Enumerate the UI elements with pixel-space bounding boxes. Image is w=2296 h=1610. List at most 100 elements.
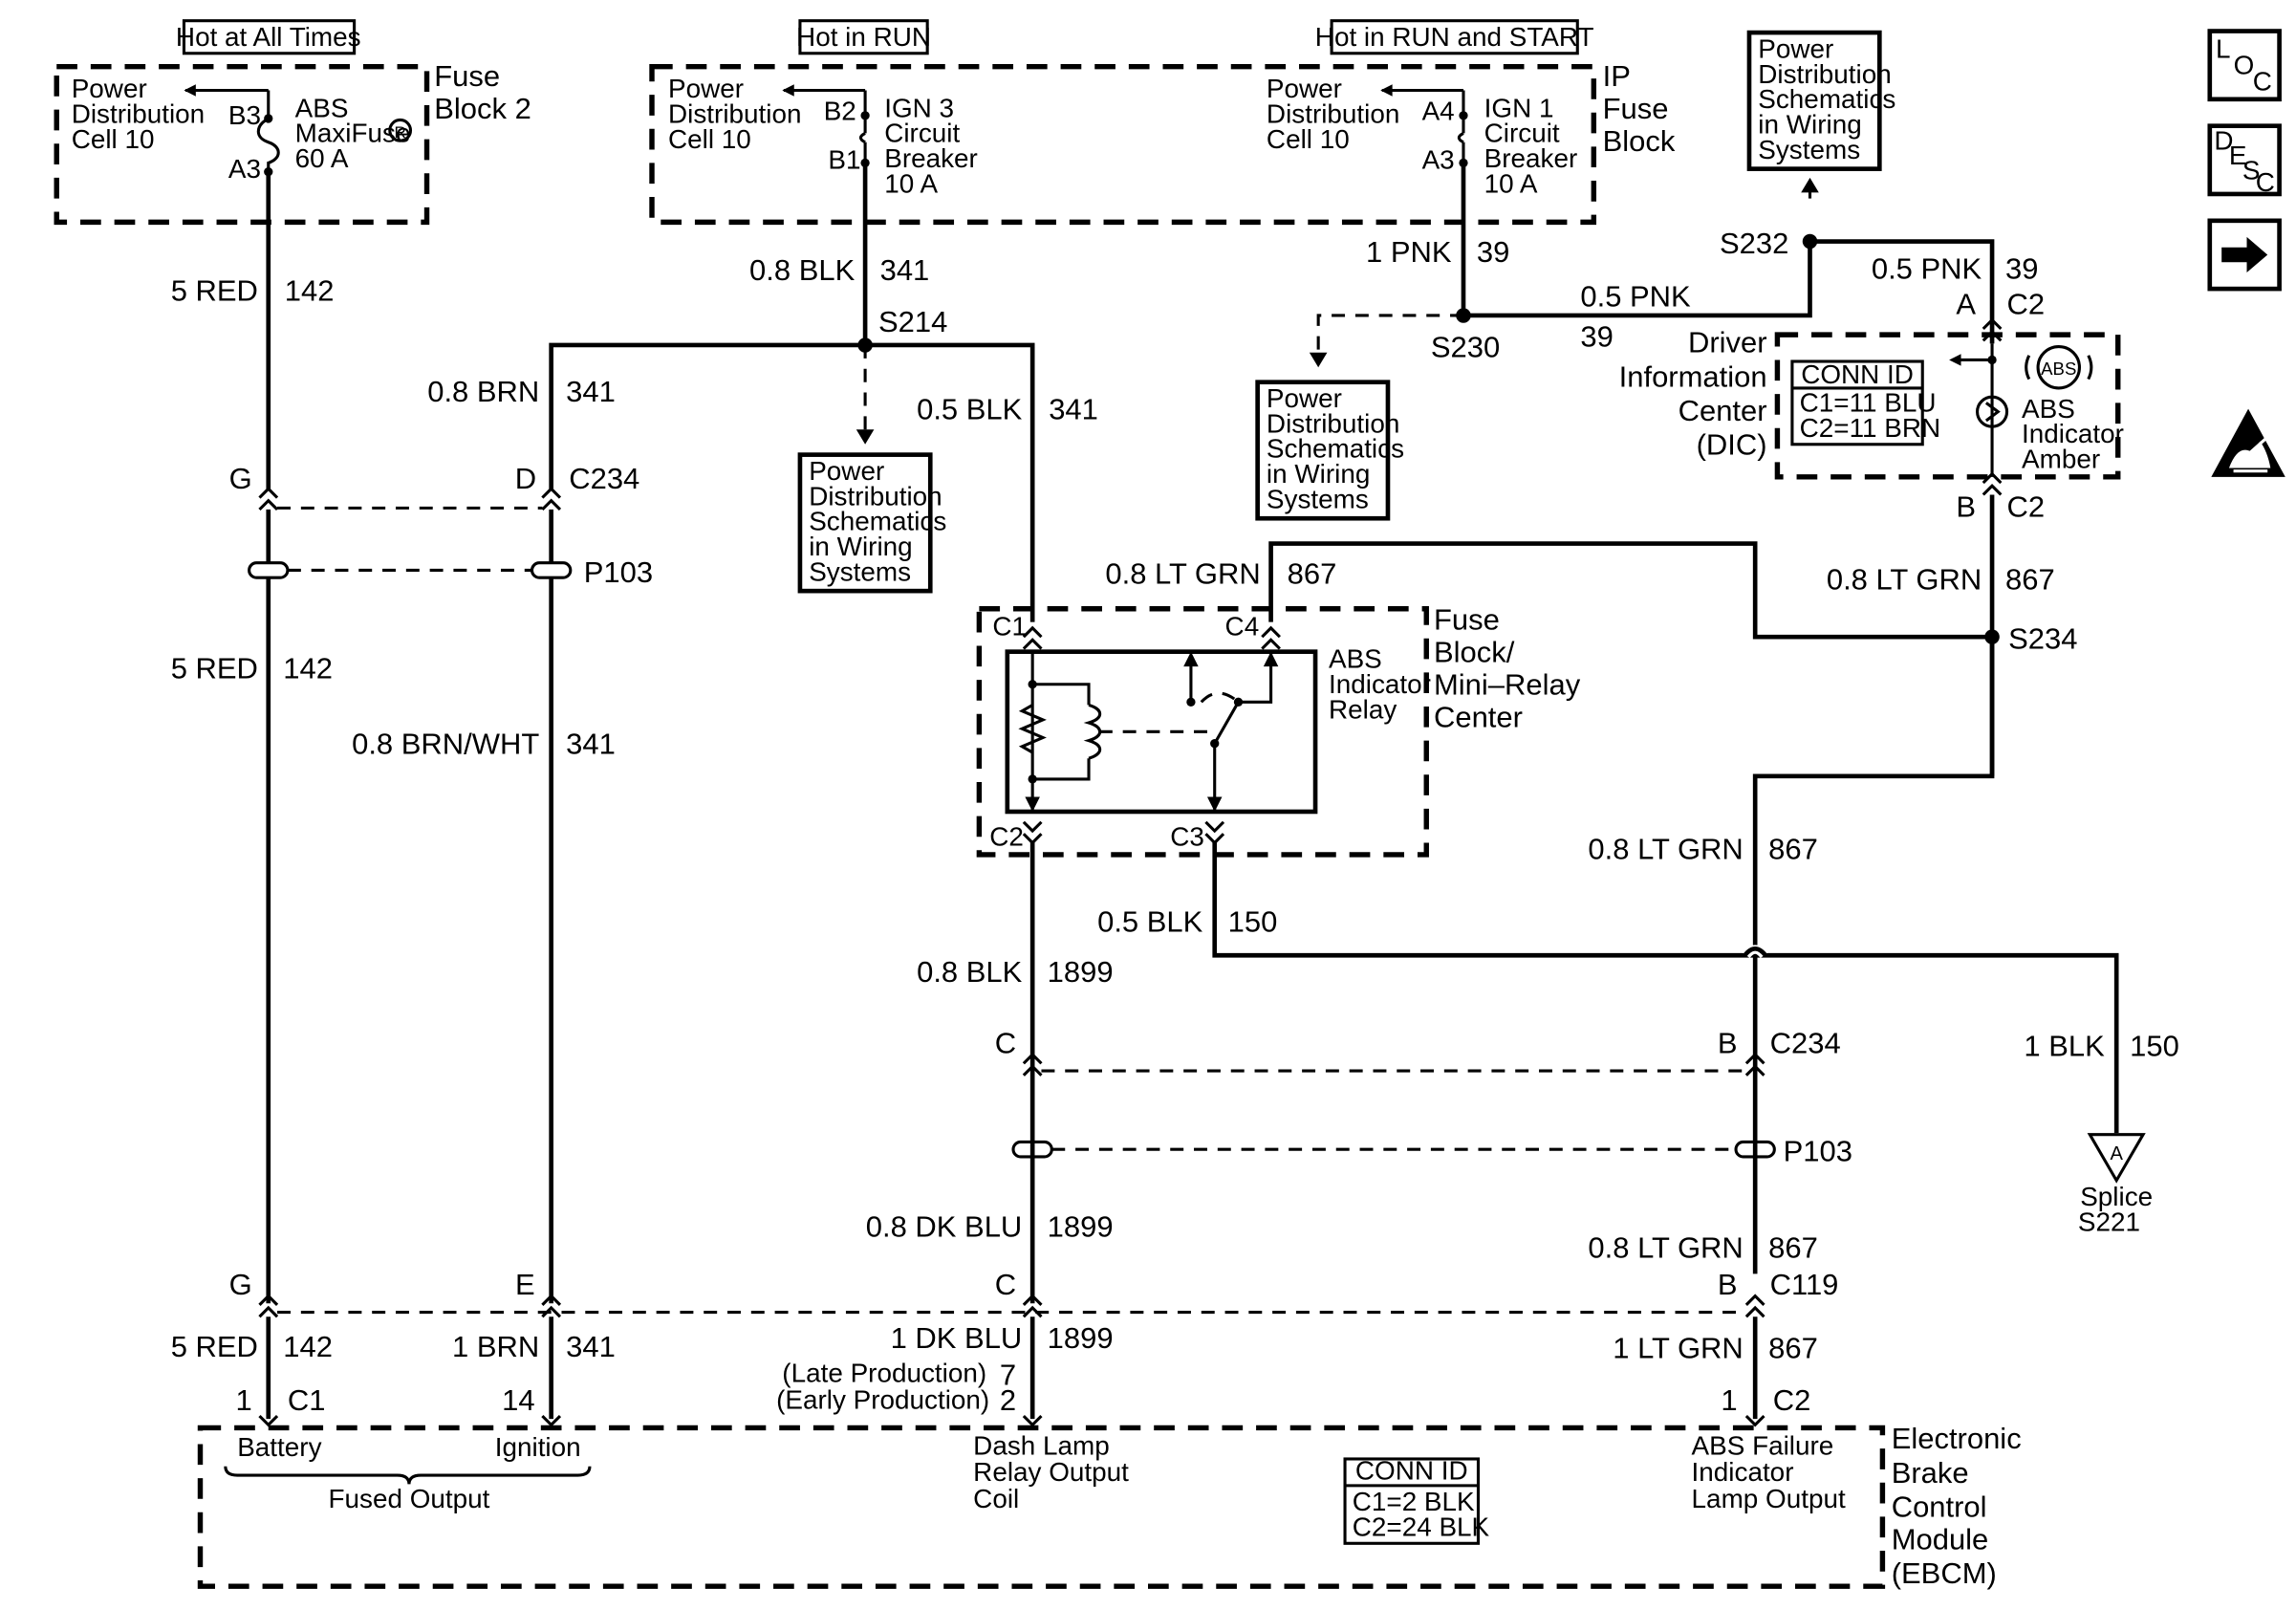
- s214-label: S214: [878, 305, 947, 338]
- ip-left-pdc-3: Cell 10: [668, 124, 751, 154]
- abs-symbol-text: ABS: [2041, 359, 2076, 379]
- w867-mid-gauge: 0.8 LT GRN: [1588, 833, 1743, 866]
- pds-mr-5: Systems: [1267, 484, 1369, 513]
- desc-icon[interactable]: D E S C: [2207, 123, 2282, 197]
- dic-title-1: Driver: [1688, 326, 1767, 359]
- ign3-1: IGN 3: [884, 93, 954, 122]
- ign1-4: 10 A: [1484, 168, 1538, 198]
- pds-tr-5: Systems: [1758, 135, 1860, 164]
- dic-c2-top: C2: [2007, 287, 2046, 320]
- w341-brnwht-gauge: 0.8 BRN/WHT: [352, 728, 539, 761]
- wire-341-branch: [549, 342, 1035, 622]
- pds-ml-4: in Wiring: [809, 532, 912, 561]
- w1899-bot-gauge: 1 DK BLU: [891, 1321, 1023, 1355]
- ip-fuse-block-title-3: Block: [1603, 124, 1676, 158]
- ign3-2: Circuit: [884, 119, 960, 148]
- relay-center-title-3: Mini–Relay: [1434, 668, 1581, 702]
- wire-150: [1212, 840, 2119, 1134]
- ebcm-battery: Battery: [237, 1432, 321, 1462]
- s230-label: S230: [1431, 330, 1500, 363]
- w867-bot-gauge: 1 LT GRN: [1613, 1332, 1744, 1365]
- ebcm-fused-output: Fused Output: [328, 1484, 489, 1513]
- svg-text:L: L: [2216, 33, 2231, 63]
- relay-c2: C2: [989, 822, 1024, 852]
- relay-c3: C3: [1170, 822, 1204, 852]
- dic-title-4: (DIC): [1697, 428, 1767, 462]
- ebcm-conn-id-2: C2=24 BLK: [1353, 1512, 1490, 1542]
- pds-box-mid-left[interactable]: [797, 452, 933, 594]
- relay-c4: C4: [1225, 612, 1260, 642]
- loc-icon[interactable]: L O C: [2207, 29, 2282, 102]
- w142-bot-circuit: 142: [283, 1330, 333, 1363]
- c234-g-pin: [258, 487, 279, 511]
- pds-tr-3: Schematics: [1758, 84, 1895, 114]
- pds-box-mid-right[interactable]: [1255, 380, 1391, 521]
- w341-blk-circuit: 341: [880, 253, 930, 287]
- dic-conn-id-2: C2=11 BRN: [1800, 413, 1940, 443]
- dic-title-3: Center: [1679, 394, 1767, 427]
- p103-top-label: P103: [584, 555, 653, 589]
- dic-connector-bottom: [1982, 471, 2003, 496]
- header-hot-all-times: Hot at All Times: [176, 22, 361, 52]
- relay-c1: C1: [992, 612, 1027, 642]
- fb2-pdc-1: Power: [72, 74, 147, 103]
- ebcm-title-1: Electronic: [1892, 1422, 2022, 1455]
- w341-brnwht-circuit: 341: [566, 728, 616, 761]
- ip-right-pdc-2: Distribution: [1267, 99, 1399, 129]
- ign1-2: Circuit: [1484, 119, 1560, 148]
- relay-center-title-4: Center: [1434, 701, 1523, 734]
- w39-05pnk-gauge: 0.5 PNK: [1580, 280, 1691, 314]
- ebcm-pin-1-c2: 1: [1721, 1383, 1737, 1417]
- svg-text:D: D: [2214, 125, 2233, 155]
- right-arrow-icon[interactable]: [2207, 218, 2282, 292]
- ip-term-a4: A4: [1422, 96, 1455, 125]
- w867-mid-circuit: 867: [1768, 833, 1818, 866]
- ign3-breaker-symbol: [858, 132, 866, 144]
- dic-c2-bot: C2: [2007, 490, 2046, 524]
- svg-text:S: S: [2242, 155, 2261, 185]
- w341-bot-gauge: 1 BRN: [452, 1330, 539, 1363]
- splice-ref-letter: A: [2110, 1143, 2123, 1164]
- c234-bot-c: C: [995, 1026, 1016, 1059]
- c234-bot-label: C234: [1770, 1026, 1841, 1059]
- ebcm-title-5: (EBCM): [1892, 1556, 1997, 1590]
- fb2-fuse-3: 60 A: [295, 143, 349, 173]
- svg-text:O: O: [2234, 50, 2255, 79]
- fb2-reg-mark: R: [394, 123, 405, 141]
- w1899-bot-circuit: 1899: [1048, 1321, 1114, 1355]
- ebcm-title-4: Module: [1892, 1522, 1989, 1556]
- c119-b: B: [1718, 1268, 1738, 1301]
- ign1-1: IGN 1: [1484, 93, 1554, 122]
- relay-coil-icon: [1083, 703, 1102, 760]
- splice-ref-2: S221: [2078, 1207, 2140, 1236]
- fb2-pdc-3: Cell 10: [72, 124, 155, 154]
- c234-d-pin: [541, 487, 562, 511]
- splice-ref-1: Splice: [2080, 1182, 2153, 1211]
- ign1-3: Breaker: [1484, 143, 1578, 173]
- pds-tr-4: in Wiring: [1758, 109, 1861, 139]
- ebcm-absf-3: Lamp Output: [1692, 1484, 1846, 1513]
- registered-mark-icon: [388, 118, 413, 142]
- ip-term-b2: B2: [824, 96, 856, 125]
- pds-tr-1: Power: [1758, 33, 1833, 63]
- p103-bot-right-passthrough: [1734, 1140, 1776, 1159]
- pds-box-top-right[interactable]: [1746, 30, 1882, 171]
- c119-g: G: [229, 1268, 252, 1301]
- relay-center-title-2: Block/: [1434, 636, 1515, 669]
- ebcm-absf-2: Indicator: [1692, 1457, 1794, 1487]
- pds-ml-5: Systems: [809, 556, 911, 586]
- w867-dic-circuit: 867: [2005, 563, 2055, 597]
- c119-label: C119: [1770, 1268, 1839, 1301]
- fb2-pdc-arrowhead: [184, 84, 196, 97]
- ebcm-conn-id-title: CONN ID: [1355, 1456, 1468, 1486]
- w867-low-circuit: 867: [1768, 1230, 1818, 1264]
- c119-e: E: [515, 1268, 535, 1301]
- header-box-hot-in-run: [798, 19, 929, 55]
- w150-blk-circuit: 150: [1228, 904, 1278, 938]
- ebcm-conn-id-1: C1=2 BLK: [1353, 1487, 1475, 1516]
- w150-1blk-circuit: 150: [2130, 1030, 2179, 1063]
- splice-ref-triangle[interactable]: [2087, 1133, 2146, 1184]
- ip-term-a3: A3: [1422, 145, 1455, 175]
- ign3-3: Breaker: [884, 143, 978, 173]
- w39-right-gauge: 0.5 PNK: [1872, 251, 1982, 285]
